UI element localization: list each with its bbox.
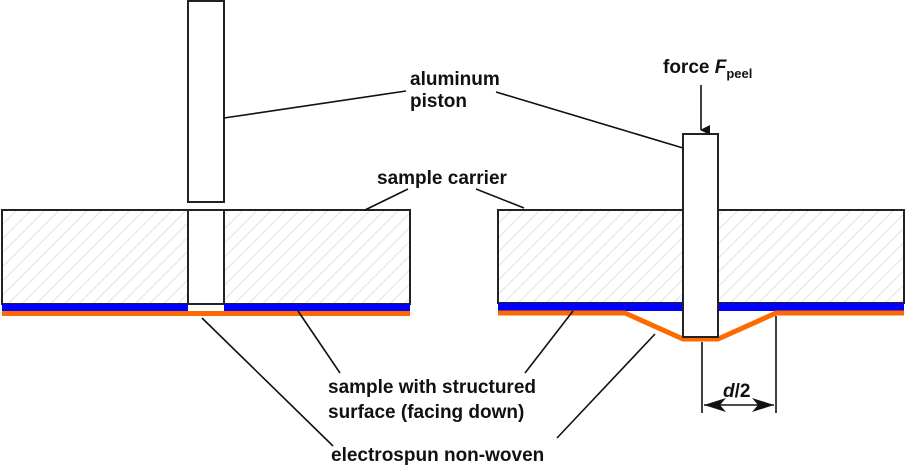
label-force: force Fpeel <box>663 57 752 135</box>
right-nonwoven-layer <box>498 310 904 342</box>
leader-piston-left <box>223 90 407 119</box>
leader-sample-left <box>297 310 341 374</box>
force-prefix: force <box>663 57 715 78</box>
force-subscript: peel <box>726 66 752 81</box>
left-aluminum-piston <box>187 0 225 203</box>
leader-carrier-left <box>364 188 409 211</box>
dimension-symbol: d <box>723 381 735 402</box>
left-sample-layer-right <box>224 304 410 311</box>
piston-label-line2: piston <box>410 91 467 112</box>
left-sample-layer-left <box>2 304 188 311</box>
label-sample: sample with structured surface (facing d… <box>297 310 574 423</box>
label-aluminum-piston: aluminum piston <box>223 69 684 149</box>
dimension-d-half: d/2 <box>701 316 777 413</box>
leader-nonwoven-left <box>201 317 334 447</box>
left-assembly <box>1 0 411 316</box>
carrier-label: sample carrier <box>377 168 508 189</box>
force-symbol: F <box>715 57 728 78</box>
left-nonwoven-layer <box>2 311 410 316</box>
left-carrier-bore <box>187 209 225 305</box>
nonwoven-label: electrospun non-woven <box>331 445 544 466</box>
sample-label-line1: sample with structured <box>328 377 536 398</box>
leader-sample-right <box>524 310 574 374</box>
right-aluminum-piston <box>682 133 719 338</box>
leader-piston-right <box>495 91 684 149</box>
right-carrier-right-block <box>717 209 905 304</box>
right-sample-layer-left <box>498 303 683 311</box>
dimension-label: d/2 <box>723 381 750 402</box>
right-carrier-left-block <box>497 209 684 304</box>
left-carrier-right-block <box>223 209 411 305</box>
force-label: force Fpeel <box>663 57 752 81</box>
label-sample-carrier: sample carrier <box>364 168 525 211</box>
right-assembly <box>497 133 905 342</box>
sample-label-line2: surface (facing down) <box>328 402 524 423</box>
piston-label-line1: aluminum <box>410 69 500 90</box>
label-nonwoven: electrospun non-woven <box>201 317 656 466</box>
dimension-suffix: /2 <box>735 381 751 402</box>
left-carrier-left-block <box>1 209 189 305</box>
leader-carrier-right <box>475 188 525 209</box>
right-sample-layer-right <box>718 303 904 311</box>
leader-nonwoven-right <box>556 333 656 439</box>
